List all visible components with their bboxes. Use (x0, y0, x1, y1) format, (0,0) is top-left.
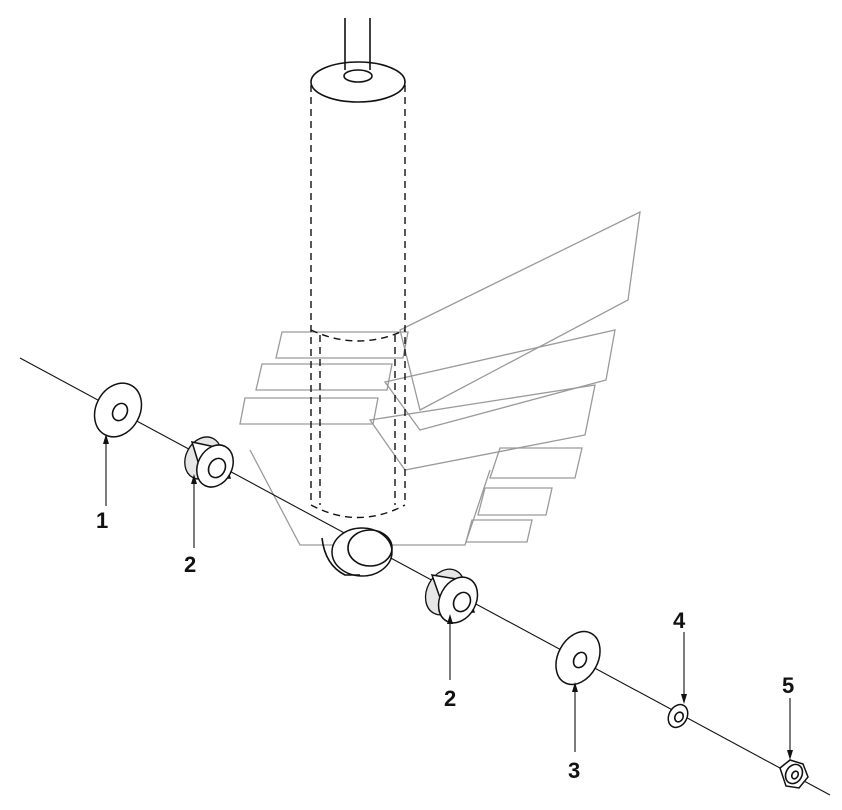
leader-lines (103, 434, 793, 760)
callout-3: 3 (568, 758, 580, 783)
bushing-left (184, 436, 234, 488)
washer-right (555, 630, 601, 686)
watermark-logo (239, 210, 641, 546)
callout-2-right: 2 (444, 686, 456, 711)
shock-absorber (310, 18, 406, 577)
washer-left (93, 382, 143, 438)
callout-1: 1 (96, 508, 108, 533)
bushing-right (424, 568, 479, 624)
lock-washer (667, 703, 689, 729)
callout-5: 5 (782, 673, 794, 698)
hex-nut (779, 759, 809, 789)
callout-2-left: 2 (184, 552, 196, 577)
bolt-axis-line (19, 357, 831, 796)
callout-4: 4 (673, 608, 686, 633)
